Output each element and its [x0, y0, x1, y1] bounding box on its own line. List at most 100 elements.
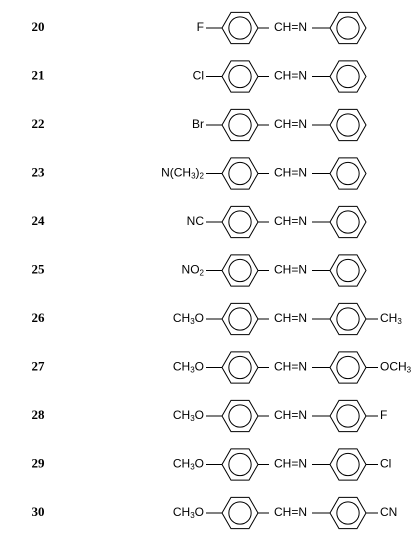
left-substituent: NO2 [182, 263, 205, 278]
ring-hexagon [221, 11, 259, 45]
ring-hexagon [221, 108, 259, 142]
compound-number: 20 [32, 19, 45, 34]
left-substituent: N(CH3)2 [161, 166, 204, 181]
ring-hexagon [329, 157, 367, 190]
compound-number: 30 [32, 504, 45, 519]
ring-hexagon [221, 157, 259, 190]
imine-linker: CH=N [274, 117, 307, 131]
benzene-ring-1 [221, 302, 259, 336]
compound-number: 21 [32, 67, 45, 82]
ring-hexagon [329, 205, 367, 239]
ring-aromatic-circle [228, 161, 252, 186]
ring-aromatic-circle [336, 113, 360, 137]
imine-linker: CH=N [274, 408, 307, 422]
left-substituent: CH3O [173, 457, 204, 472]
imine-linker: CH=N [274, 166, 307, 180]
ring-aromatic-circle [336, 16, 360, 40]
ring-hexagon [329, 108, 367, 142]
benzene-ring-1 [221, 60, 259, 93]
imine-linker: CH=N [274, 457, 307, 471]
imine-linker: CH=N [274, 69, 307, 83]
imine-linker: CH=N [274, 505, 307, 519]
left-substituent: CH3O [173, 360, 204, 375]
ring-aromatic-circle [336, 355, 360, 380]
compound-number: 27 [32, 358, 46, 373]
benzene-ring-2 [329, 108, 367, 142]
ring-hexagon [329, 496, 367, 530]
ring-aromatic-circle [336, 307, 360, 331]
benzene-ring-2 [329, 302, 367, 336]
left-substituent: NC [187, 214, 205, 228]
right-substituent: OCH3 [380, 360, 412, 375]
ring-hexagon [221, 448, 259, 481]
left-substituent: F [197, 20, 204, 34]
imine-linker: CH=N [274, 20, 307, 34]
compound-row: 30 CH3O CH=N CN [32, 496, 397, 530]
benzene-ring-1 [221, 205, 259, 239]
ring-aromatic-circle [228, 16, 252, 40]
ring-hexagon [329, 302, 367, 336]
compound-number: 28 [32, 407, 46, 422]
ring-aromatic-circle [336, 64, 360, 89]
ring-hexagon [221, 60, 259, 93]
benzene-ring-1 [221, 399, 259, 433]
ring-aromatic-circle [228, 307, 252, 331]
compound-number: 24 [32, 213, 46, 228]
compound-number: 29 [32, 455, 46, 470]
ring-hexagon [221, 399, 259, 433]
benzene-ring-1 [221, 157, 259, 190]
benzene-ring-1 [221, 351, 259, 384]
imine-linker: CH=N [274, 360, 307, 374]
ring-hexagon [221, 205, 259, 239]
ring-aromatic-circle [336, 258, 360, 283]
benzene-ring-2 [329, 157, 367, 190]
benzene-ring-2 [329, 205, 367, 239]
ring-hexagon [329, 60, 367, 93]
ring-hexagon [221, 254, 259, 287]
benzene-ring-2 [329, 351, 367, 384]
benzene-ring-1 [221, 496, 259, 530]
left-substituent: CH3O [173, 311, 204, 326]
ring-hexagon [329, 11, 367, 45]
left-substituent: CH3O [173, 408, 204, 423]
ring-aromatic-circle [336, 210, 360, 234]
compound-number: 26 [32, 310, 46, 325]
left-substituent: CH3O [173, 505, 204, 520]
benzene-ring-1 [221, 448, 259, 481]
benzene-ring-2 [329, 11, 367, 45]
compound-row: 27 CH3O CH=N OCH3 [32, 351, 412, 384]
left-substituent: Cl [193, 69, 204, 83]
imine-linker: CH=N [274, 311, 307, 325]
ring-aromatic-circle [228, 113, 252, 137]
benzene-ring-2 [329, 496, 367, 530]
imine-linker: CH=N [274, 214, 307, 228]
ring-aromatic-circle [228, 452, 252, 477]
ring-hexagon [329, 399, 367, 433]
right-substituent: Cl [380, 457, 391, 471]
compound-row: 28 CH3O CH=N F [32, 399, 387, 433]
benzene-ring-1 [221, 254, 259, 287]
right-substituent: F [380, 408, 387, 422]
benzene-ring-1 [221, 108, 259, 142]
ring-hexagon [329, 448, 367, 481]
benzene-ring-2 [329, 399, 367, 433]
ring-hexagon [329, 254, 367, 287]
compound-row: 24 NC CH=N [32, 205, 367, 239]
ring-aromatic-circle [228, 64, 252, 89]
right-substituent: CH3 [380, 311, 402, 326]
compound-row: 20 F CH=N [32, 11, 367, 45]
left-substituent: Br [192, 117, 204, 131]
ring-aromatic-circle [336, 452, 360, 477]
imine-linker: CH=N [274, 263, 307, 277]
compound-row: 26 CH3O CH=N CH3 [32, 302, 402, 336]
compound-row: 29 CH3O CH=N Cl [32, 448, 391, 481]
ring-hexagon [221, 496, 259, 530]
right-substituent: CN [380, 505, 397, 519]
ring-aromatic-circle [336, 161, 360, 186]
compound-row: 21 Cl CH=N [32, 60, 367, 93]
